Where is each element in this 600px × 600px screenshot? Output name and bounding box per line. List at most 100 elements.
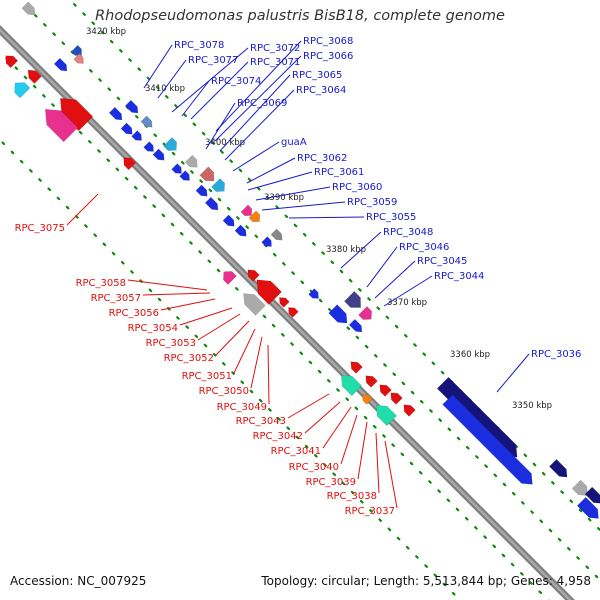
minus-strand-gene[interactable] <box>336 370 363 397</box>
minus-strand-gene[interactable] <box>277 295 290 308</box>
plus-strand-gene[interactable] <box>21 1 38 18</box>
gene-label[interactable]: RPC_3072 <box>250 43 300 54</box>
minus-strand-gene[interactable] <box>245 267 260 282</box>
gene-label[interactable]: RPC_3059 <box>347 197 397 208</box>
plus-strand-gene[interactable] <box>358 306 376 324</box>
plus-strand-gene[interactable] <box>179 170 193 184</box>
gene-label[interactable]: RPC_3066 <box>303 51 353 62</box>
plus-strand-gene[interactable] <box>120 122 135 137</box>
plus-strand-gene[interactable] <box>140 115 155 130</box>
minus-strand-gene[interactable] <box>250 273 282 305</box>
plus-strand-gene[interactable] <box>211 178 229 196</box>
plus-strand-gene[interactable] <box>576 496 600 522</box>
minus-strand-gene[interactable] <box>10 78 31 99</box>
gene-label[interactable]: RPC_3051 <box>182 371 232 382</box>
plus-strand-gene[interactable] <box>204 196 221 213</box>
gene-label[interactable]: RPC_3075 <box>15 223 65 234</box>
gene-label[interactable]: RPC_3074 <box>211 76 261 87</box>
gene-label[interactable]: RPC_3046 <box>399 242 449 253</box>
plus-strand-gene[interactable] <box>584 486 600 507</box>
gene-label[interactable]: RPC_3062 <box>297 153 347 164</box>
plus-strand-gene[interactable] <box>328 304 352 328</box>
gene-label[interactable]: RPC_3050 <box>199 386 249 397</box>
gene-label[interactable]: RPC_3055 <box>366 212 416 223</box>
minus-strand-gene[interactable] <box>360 392 373 405</box>
gene-label[interactable]: RPC_3078 <box>174 40 224 51</box>
gene-label[interactable]: RPC_3053 <box>146 338 196 349</box>
plus-strand-gene[interactable] <box>152 148 167 163</box>
gene-arrow-shape <box>350 361 363 374</box>
minus-strand-gene[interactable] <box>363 373 378 388</box>
minus-strand-gene[interactable] <box>53 91 94 132</box>
gene-arrow-shape <box>240 204 253 217</box>
gene-label[interactable]: RPC_3039 <box>306 477 356 488</box>
gene-label[interactable]: RPC_3064 <box>296 85 346 96</box>
gene-label[interactable]: RPC_3071 <box>250 57 300 68</box>
plus-strand-gene[interactable] <box>234 224 249 239</box>
minus-strand-gene[interactable] <box>38 102 79 143</box>
gene-label[interactable]: RPC_3056 <box>109 308 159 319</box>
minus-strand-gene[interactable] <box>388 390 403 405</box>
minus-strand-gene[interactable] <box>2 52 19 69</box>
gene-label[interactable]: RPC_3077 <box>188 55 238 66</box>
leader-line <box>383 275 433 307</box>
gene-label[interactable]: RPC_3043 <box>236 416 286 427</box>
gene-label[interactable]: RPC_3069 <box>237 98 287 109</box>
plus-strand-gene[interactable] <box>548 458 570 480</box>
plus-strand-gene[interactable] <box>53 57 70 74</box>
minus-strand-gene[interactable] <box>120 154 137 171</box>
gene-label[interactable]: RPC_3042 <box>253 431 303 442</box>
minus-strand-gene[interactable] <box>348 359 363 374</box>
gene-label[interactable]: RPC_3038 <box>327 491 377 502</box>
minus-strand-gene[interactable] <box>220 268 237 285</box>
minus-strand-gene[interactable] <box>401 402 416 417</box>
gene-label[interactable]: RPC_3036 <box>531 349 581 360</box>
plus-strand-gene[interactable] <box>436 376 523 463</box>
plus-strand-gene[interactable] <box>343 290 365 312</box>
minus-strand-gene[interactable] <box>377 382 392 397</box>
minus-strand-gene[interactable] <box>286 305 299 318</box>
plus-strand-gene[interactable] <box>222 214 237 229</box>
plus-strand-gene[interactable] <box>195 184 210 199</box>
gene-label[interactable]: RPC_3044 <box>434 271 484 282</box>
gene-arrow-shape <box>123 157 137 171</box>
plus-strand-gene[interactable] <box>270 228 285 243</box>
plus-strand-gene[interactable] <box>261 236 275 250</box>
plus-strand-gene[interactable] <box>131 130 145 144</box>
plus-strand-gene[interactable] <box>184 154 201 171</box>
gene-label[interactable]: guaA <box>281 137 307 148</box>
plus-strand-gene[interactable] <box>199 166 218 185</box>
gene-label[interactable]: RPC_3060 <box>332 182 382 193</box>
gene-label[interactable]: RPC_3054 <box>128 323 178 334</box>
gene-label[interactable]: RPC_3049 <box>217 402 267 413</box>
minus-strand-gene[interactable] <box>239 289 266 316</box>
gene-label[interactable]: RPC_3058 <box>76 278 126 289</box>
plus-strand-gene[interactable] <box>308 288 322 302</box>
gene-arrow-shape <box>53 57 68 72</box>
plus-strand-gene[interactable] <box>240 204 255 219</box>
plus-strand-gene[interactable] <box>143 141 157 155</box>
gene-label[interactable]: RPC_3041 <box>271 446 321 457</box>
gene-label[interactable]: RPC_3037 <box>345 506 395 517</box>
gene-label[interactable]: RPC_3040 <box>289 462 339 473</box>
leader-line <box>375 432 380 494</box>
minus-strand-gene[interactable] <box>371 400 398 427</box>
gene-label[interactable]: RPC_3065 <box>292 70 342 81</box>
plus-strand-gene[interactable] <box>248 210 263 225</box>
plus-strand-gene[interactable] <box>163 137 181 155</box>
plus-strand-gene[interactable] <box>442 394 538 490</box>
gene-label[interactable]: RPC_3068 <box>303 36 353 47</box>
map-title: Rhodopseudomonas palustris BisB18, compl… <box>95 8 505 24</box>
plus-strand-gene[interactable] <box>108 106 125 123</box>
plus-strand-gene[interactable] <box>171 163 185 177</box>
minus-strand-gene[interactable] <box>25 67 42 84</box>
plus-strand-gene[interactable] <box>73 53 87 67</box>
gene-label[interactable]: RPC_3048 <box>383 227 433 238</box>
gene-label[interactable]: RPC_3045 <box>417 256 467 267</box>
gene-label[interactable]: RPC_3057 <box>91 293 141 304</box>
plus-strand-gene[interactable] <box>571 479 592 500</box>
gene-label[interactable]: RPC_3052 <box>164 353 214 364</box>
gene-label[interactable]: RPC_3061 <box>314 167 364 178</box>
plus-strand-gene[interactable] <box>348 318 365 335</box>
plus-strand-gene[interactable] <box>124 99 141 116</box>
